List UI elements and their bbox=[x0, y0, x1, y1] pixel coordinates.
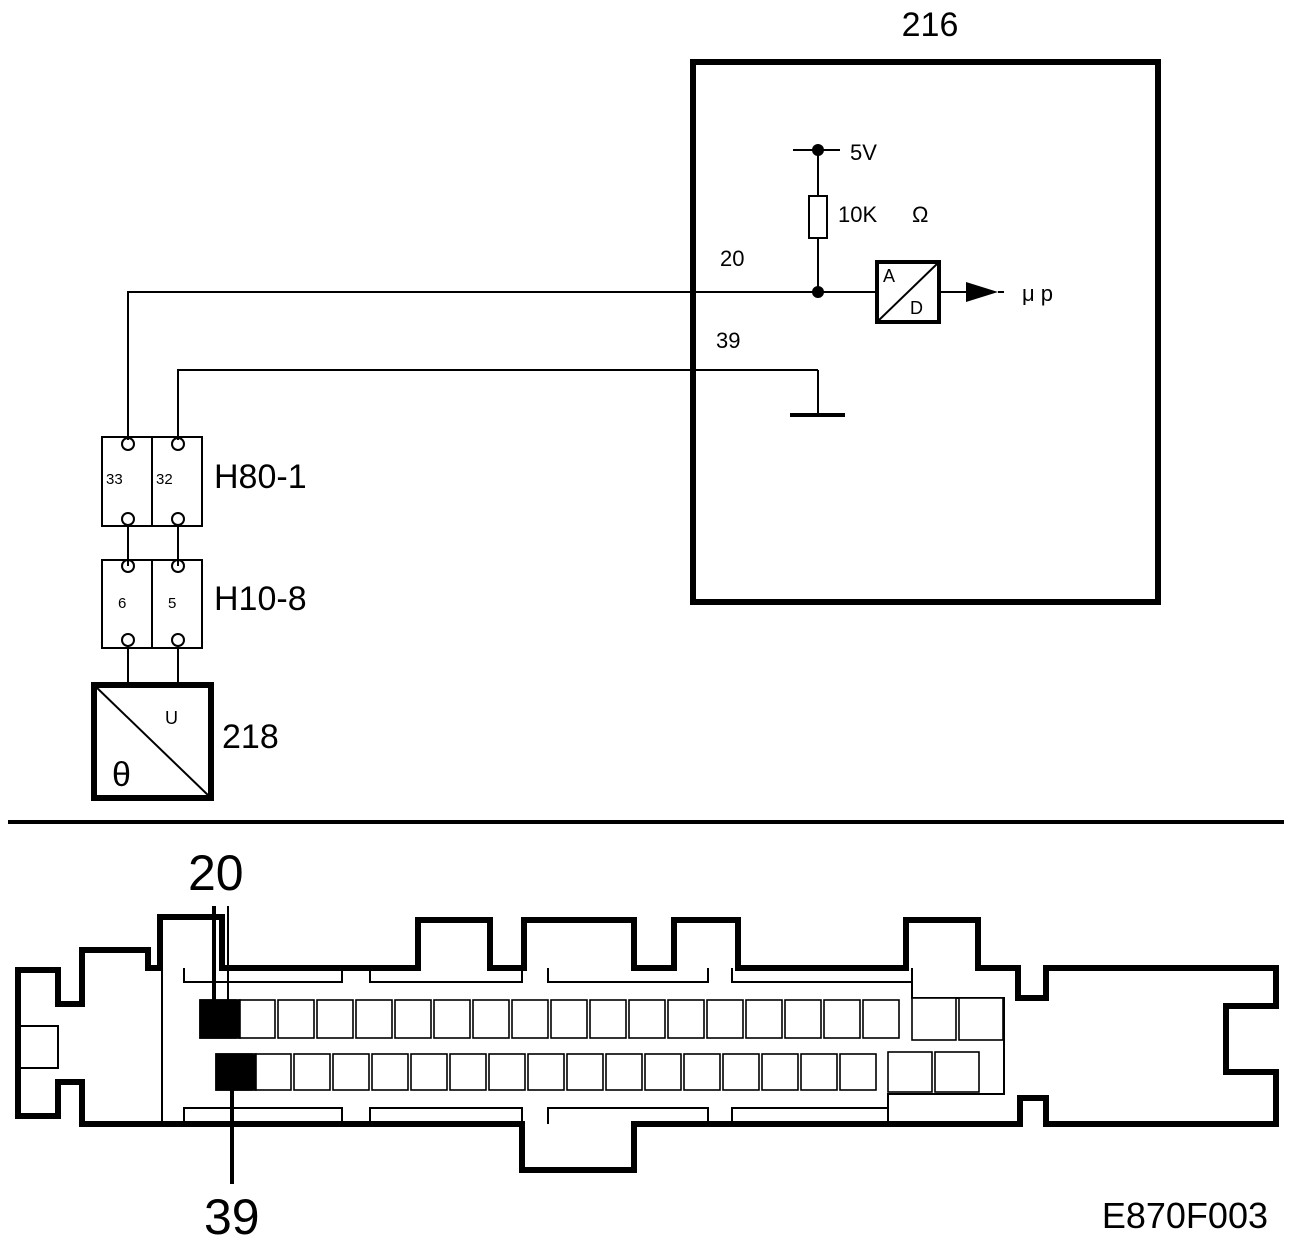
sensor-u-symbol: U bbox=[165, 708, 178, 728]
theta-icon: θ bbox=[112, 756, 131, 794]
pin-cavity-top bbox=[394, 999, 432, 1039]
pin-cavity-bottom bbox=[332, 1053, 370, 1091]
ecu-216: 216 5V 10K Ω 20 39 A D μ p bbox=[690, 6, 1161, 605]
connector-h10-8: 6 5 H10-8 bbox=[101, 559, 307, 649]
sensor-label: 218 bbox=[222, 718, 279, 756]
pin-cavity-bottom-large bbox=[934, 1051, 980, 1093]
pin-cavity-bottom bbox=[566, 1053, 604, 1091]
pin-cavity-bottom bbox=[800, 1053, 838, 1091]
pin-39-cavity bbox=[215, 1053, 257, 1091]
h10-label: H10-8 bbox=[214, 580, 307, 618]
resistor-label: 10K bbox=[838, 202, 877, 227]
sensor-218: U θ 218 bbox=[91, 682, 279, 801]
connector-h80-1: 33 32 H80-1 bbox=[101, 436, 307, 527]
pin-cavity-bottom bbox=[683, 1053, 721, 1091]
pin-cavity-top bbox=[316, 999, 354, 1039]
pin-row-top bbox=[199, 997, 1004, 1041]
pin-cavity-top bbox=[238, 999, 276, 1039]
pin-cavity-top bbox=[628, 999, 666, 1039]
pin-cavity-top bbox=[862, 999, 900, 1039]
h80-pin-33-label: 33 bbox=[106, 471, 123, 488]
h80-pin-33-bottom bbox=[121, 512, 135, 526]
output-arrow-icon bbox=[966, 282, 998, 302]
inner-rail-bottom bbox=[183, 1046, 1005, 1124]
resistor-10k bbox=[808, 195, 828, 239]
connector-housing-outline bbox=[15, 914, 1279, 1173]
pin-cavity-bottom-large bbox=[887, 1051, 933, 1093]
h80-pin-33-top bbox=[121, 437, 135, 451]
pin-cavity-top bbox=[277, 999, 315, 1039]
pin-cavity-bottom bbox=[371, 1053, 409, 1091]
pin-cavity-bottom bbox=[722, 1053, 760, 1091]
pin-cavity-bottom bbox=[527, 1053, 565, 1091]
pin-cavity-bottom bbox=[488, 1053, 526, 1091]
wire-pin-39 bbox=[177, 369, 818, 440]
pin-cavity-top-large bbox=[958, 997, 1004, 1041]
pin-cavity-bottom bbox=[410, 1053, 448, 1091]
h80-pin-32-bottom bbox=[171, 512, 185, 526]
pin-cavity-top bbox=[706, 999, 744, 1039]
pin-cavity-top bbox=[550, 999, 588, 1039]
pin-cavity-top bbox=[511, 999, 549, 1039]
sensor-diagonal bbox=[93, 684, 212, 799]
ohm-symbol: Ω bbox=[912, 202, 928, 227]
wire-pin-20 bbox=[127, 291, 818, 440]
pin-cavity-top bbox=[472, 999, 510, 1039]
adc-d-label: D bbox=[910, 298, 923, 318]
pin-cavity-bottom bbox=[254, 1053, 292, 1091]
ecu-box bbox=[690, 59, 1161, 605]
output-label: μ p bbox=[1022, 281, 1053, 306]
inner-rail-top bbox=[183, 968, 1005, 1046]
pin-cavity-bottom bbox=[761, 1053, 799, 1091]
pin-20-cavity bbox=[199, 999, 241, 1039]
h10-pin-5-bottom bbox=[171, 633, 185, 647]
pin-row-bottom bbox=[215, 1051, 980, 1093]
pin-cavity-bottom bbox=[293, 1053, 331, 1091]
h80-pin-32-top bbox=[171, 437, 185, 451]
h10-pin-6-top bbox=[121, 559, 135, 573]
pin-cavity-bottom bbox=[644, 1053, 682, 1091]
ecu-pin-39-label: 39 bbox=[716, 328, 740, 353]
h80-pin-32-label: 32 bbox=[156, 471, 173, 488]
bottom-pin-label: 39 bbox=[204, 1189, 260, 1245]
h10-pin-6-bottom bbox=[121, 633, 135, 647]
pin-cavity-bottom bbox=[605, 1053, 643, 1091]
connector-face-view: 20 39 bbox=[15, 845, 1279, 1245]
pin-cavity-bottom bbox=[839, 1053, 877, 1091]
h10-pin-6-label: 6 bbox=[118, 595, 126, 612]
supply-label: 5V bbox=[850, 140, 877, 165]
top-pin-label: 20 bbox=[188, 845, 244, 901]
h80-label: H80-1 bbox=[214, 458, 307, 496]
pin-cavity-top bbox=[433, 999, 471, 1039]
ecu-label: 216 bbox=[902, 6, 959, 44]
figure-id: E870F003 bbox=[1102, 1195, 1268, 1236]
pin-cavity-bottom bbox=[449, 1053, 487, 1091]
pin-cavity-top bbox=[589, 999, 627, 1039]
h10-pin-5-top bbox=[171, 559, 185, 573]
pin-cavity-top bbox=[823, 999, 861, 1039]
ecu-pin-20-label: 20 bbox=[720, 246, 744, 271]
sensor-body bbox=[91, 682, 214, 801]
adc-diagonal bbox=[876, 261, 940, 323]
pin-cavity-top bbox=[355, 999, 393, 1039]
pin-cavity-top-large bbox=[911, 997, 957, 1041]
h10-pin-5-label: 5 bbox=[168, 595, 176, 612]
pin-cavity-top bbox=[784, 999, 822, 1039]
left-latch-tab bbox=[19, 1025, 59, 1069]
adc-a-label: A bbox=[883, 266, 895, 286]
pin-cavity-top bbox=[745, 999, 783, 1039]
pin-cavity-top bbox=[667, 999, 705, 1039]
